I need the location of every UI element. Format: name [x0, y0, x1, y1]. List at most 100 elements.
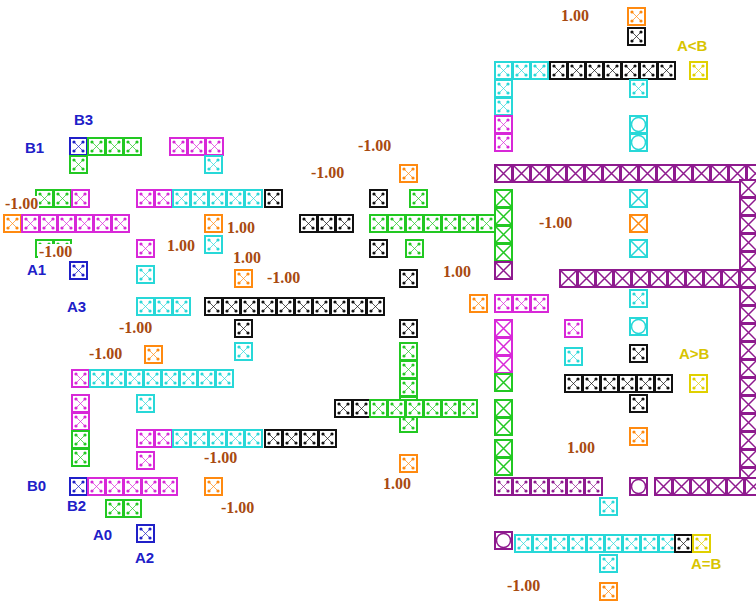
input-label: A1 [26, 262, 47, 278]
qca-cell [336, 215, 353, 232]
qca-cell [205, 156, 222, 173]
qca-cell [740, 288, 756, 305]
qca-cell [205, 298, 222, 315]
qca-cell [40, 215, 57, 232]
qca-cell [630, 428, 647, 445]
input-label: B2 [66, 498, 87, 514]
qca-cell [495, 262, 512, 279]
qca-cell [690, 375, 707, 392]
polarization-value: -1.00 [220, 500, 255, 517]
qca-cell [235, 343, 252, 360]
qca-cell [318, 215, 335, 232]
qca-cell [88, 138, 105, 155]
qca-cell [301, 430, 318, 447]
qca-cell [331, 298, 348, 315]
polarization-value: -1.00 [310, 165, 345, 182]
qca-cell [603, 165, 620, 182]
qca-cell [623, 535, 640, 552]
qca-cell [704, 270, 721, 287]
qca-cell [650, 270, 667, 287]
qca-cell [495, 226, 512, 243]
qca-cell [531, 165, 548, 182]
qca-cell [693, 165, 710, 182]
qca-cell [137, 430, 154, 447]
qca-cell [300, 215, 317, 232]
qca-cell [655, 375, 672, 392]
qca-cell [655, 478, 672, 495]
qca-cell [585, 478, 602, 495]
qca-cell [188, 138, 205, 155]
polarization-value: 1.00 [566, 440, 596, 457]
qca-cell [658, 62, 675, 79]
qca-cell [565, 348, 582, 365]
qca-cell [709, 478, 726, 495]
qca-cell [630, 318, 647, 335]
qca-cell [191, 190, 208, 207]
input-label: A3 [66, 299, 87, 315]
qca-cell [549, 478, 566, 495]
qca-cell [583, 375, 600, 392]
qca-cell [400, 165, 417, 182]
qca-cell [70, 478, 87, 495]
qca-cell [145, 346, 162, 363]
qca-cell [388, 215, 405, 232]
qca-cell [740, 324, 756, 341]
qca-cell [740, 432, 756, 449]
qca-cell [495, 134, 512, 151]
qca-cell [740, 378, 756, 395]
qca-cell [106, 500, 123, 517]
polarization-value: -1.00 [38, 244, 73, 261]
qca-cell [173, 298, 190, 315]
qca-cell [630, 290, 647, 307]
qca-cell [173, 430, 190, 447]
qca-cell [740, 180, 756, 197]
qca-cell [4, 215, 21, 232]
qca-cell [400, 343, 417, 360]
qca-cell [513, 165, 530, 182]
qca-cell [495, 458, 512, 475]
polarization-value: -1.00 [506, 578, 541, 595]
qca-cell [495, 190, 512, 207]
qca-cell [277, 298, 294, 315]
qca-cell [495, 338, 512, 355]
qca-cell [70, 262, 87, 279]
qca-cell [205, 215, 222, 232]
input-label: A0 [92, 527, 113, 543]
qca-cell [691, 478, 708, 495]
qca-cell [630, 116, 647, 133]
input-label: B3 [73, 112, 94, 128]
polarization-value: -1.00 [266, 270, 301, 287]
qca-cell [740, 306, 756, 323]
qca-cell [740, 198, 756, 215]
qca-cell [108, 370, 125, 387]
qca-cell [533, 535, 550, 552]
input-label: B0 [26, 478, 47, 494]
qca-cell [740, 270, 756, 287]
qca-cell [586, 62, 603, 79]
qca-cell [460, 215, 477, 232]
qca-cell [560, 270, 577, 287]
qca-cell [241, 298, 258, 315]
qca-cell [137, 298, 154, 315]
qca-cell [740, 450, 756, 467]
qca-cell [551, 535, 568, 552]
qca-cell [565, 320, 582, 337]
qca-cell [72, 190, 89, 207]
qca-cell [155, 430, 172, 447]
qca-cell [630, 345, 647, 362]
qca-cell [740, 252, 756, 269]
qca-cell [587, 535, 604, 552]
qca-cell [568, 62, 585, 79]
qca-cell [370, 190, 387, 207]
qca-cell [76, 215, 93, 232]
qca-cell [495, 62, 512, 79]
qca-cell [513, 295, 530, 312]
polarization-value: -1.00 [4, 196, 39, 213]
polarization-value: -1.00 [357, 138, 392, 155]
qca-cell [549, 165, 566, 182]
qca-cell [745, 478, 756, 495]
qca-cell [235, 270, 252, 287]
qca-cell [72, 431, 89, 448]
qca-cell [94, 215, 111, 232]
